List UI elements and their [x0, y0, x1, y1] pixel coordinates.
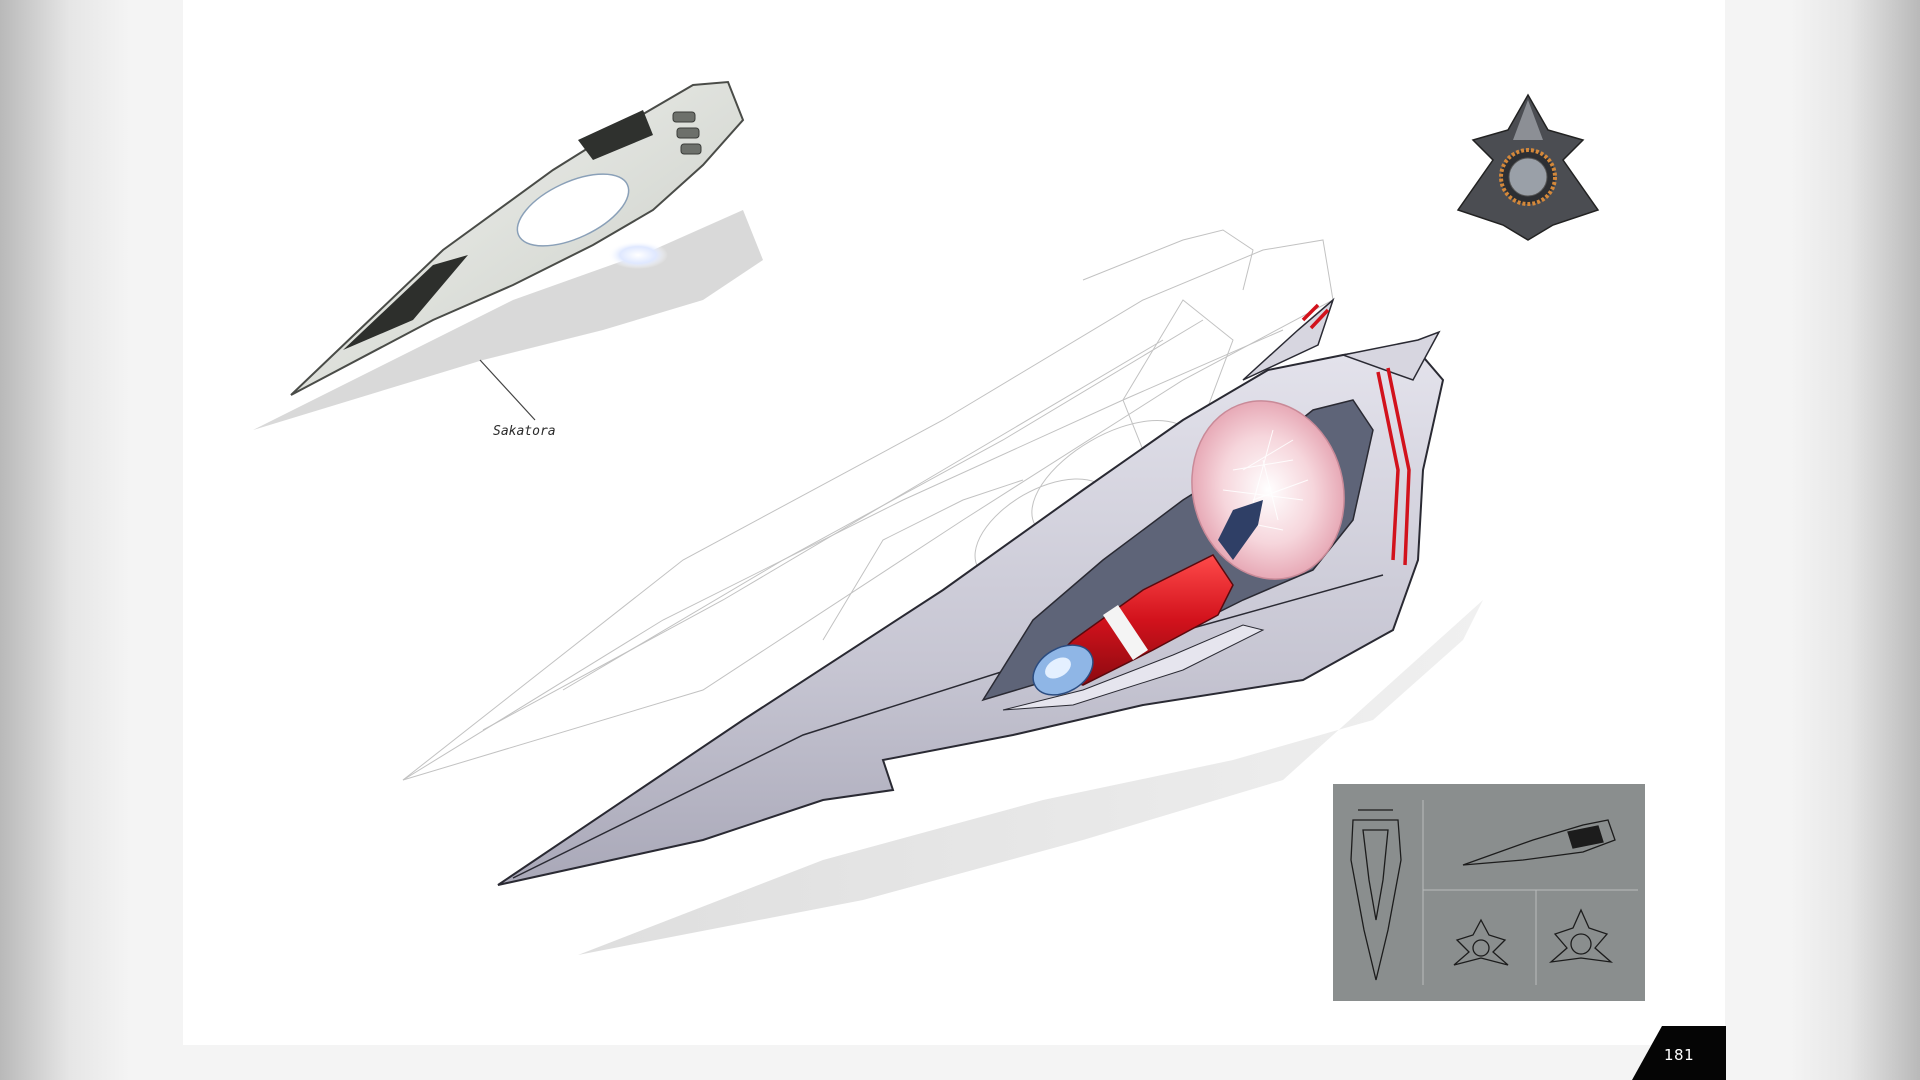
cutaway-render: [402, 229, 1483, 955]
sheet-dividers: [1422, 800, 1638, 985]
sheet-front-view: [1453, 918, 1509, 966]
signature-leader-line: [479, 359, 536, 421]
sheet-side-view: [1462, 819, 1616, 866]
book-page: Sakatora: [183, 0, 1725, 1045]
concept-sketch: Sakatora: [253, 80, 763, 439]
sketch-dark-stripe-2: [578, 110, 653, 160]
capsule-white-band: [1103, 605, 1148, 660]
sheet-top-view: [1350, 809, 1402, 981]
orthographic-sheet: [1333, 784, 1645, 1001]
rear-view: [1456, 93, 1600, 241]
sheet-rear-view: [1548, 908, 1614, 963]
sketch-dark-stripe: [343, 255, 468, 350]
pilot-arm: [1218, 500, 1263, 560]
rear-view-engine-core: [1508, 157, 1548, 197]
artist-signature: Sakatora: [493, 424, 556, 439]
page-number: 181: [1664, 1046, 1695, 1064]
rear-view-fin: [1513, 100, 1543, 140]
sheet-panel: [1333, 784, 1645, 1001]
hull-upper-fin: [1242, 297, 1335, 381]
sketch-canopy-glow: [516, 173, 630, 247]
capsule-blue-highlight: [1045, 657, 1071, 679]
page-artwork: Sakatora: [253, 80, 1645, 1001]
cavity-lower-lip: [1002, 624, 1265, 711]
hull-red-stripes: [1301, 303, 1411, 566]
sketch-thrusters: [672, 111, 702, 155]
sketch-engine-glow: [608, 241, 668, 269]
